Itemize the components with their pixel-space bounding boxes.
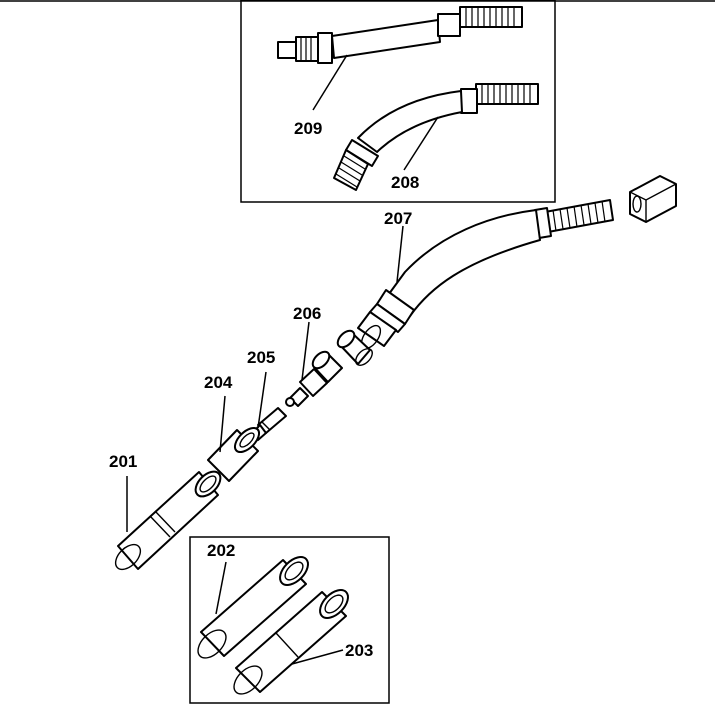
leader-203 [291,649,344,665]
part-201-nozzle [114,470,222,571]
inset-box-alternative-necks [240,0,556,203]
part-207-gooseneck [357,199,614,350]
part-204-insulator-ring [207,426,261,482]
callout-203: 203 [345,641,373,660]
part-206-tip-adapter [285,350,343,407]
leader-205 [257,371,267,429]
part-209-straight-neck [277,6,523,64]
callout-208: 208 [391,173,419,192]
inset-box-alternative-nozzles [189,536,390,704]
part-203-nozzle [233,589,349,695]
part-208-curved-neck [333,83,539,191]
part-insulator-sleeve [336,329,373,366]
leader-208 [403,116,439,171]
leader-204 [219,395,226,453]
callout-202: 202 [207,541,235,560]
callout-204: 204 [204,373,233,392]
callout-206: 206 [293,304,321,323]
callout-201: 201 [109,452,137,471]
callout-209: 209 [294,119,322,138]
callout-207: 207 [384,209,412,228]
leader-202 [215,561,227,615]
leader-206 [301,321,310,381]
part-202-nozzle [197,556,309,659]
leader-209 [312,54,348,111]
callout-205: 205 [247,348,275,367]
part-nut [629,175,677,223]
leader-207 [396,225,404,283]
